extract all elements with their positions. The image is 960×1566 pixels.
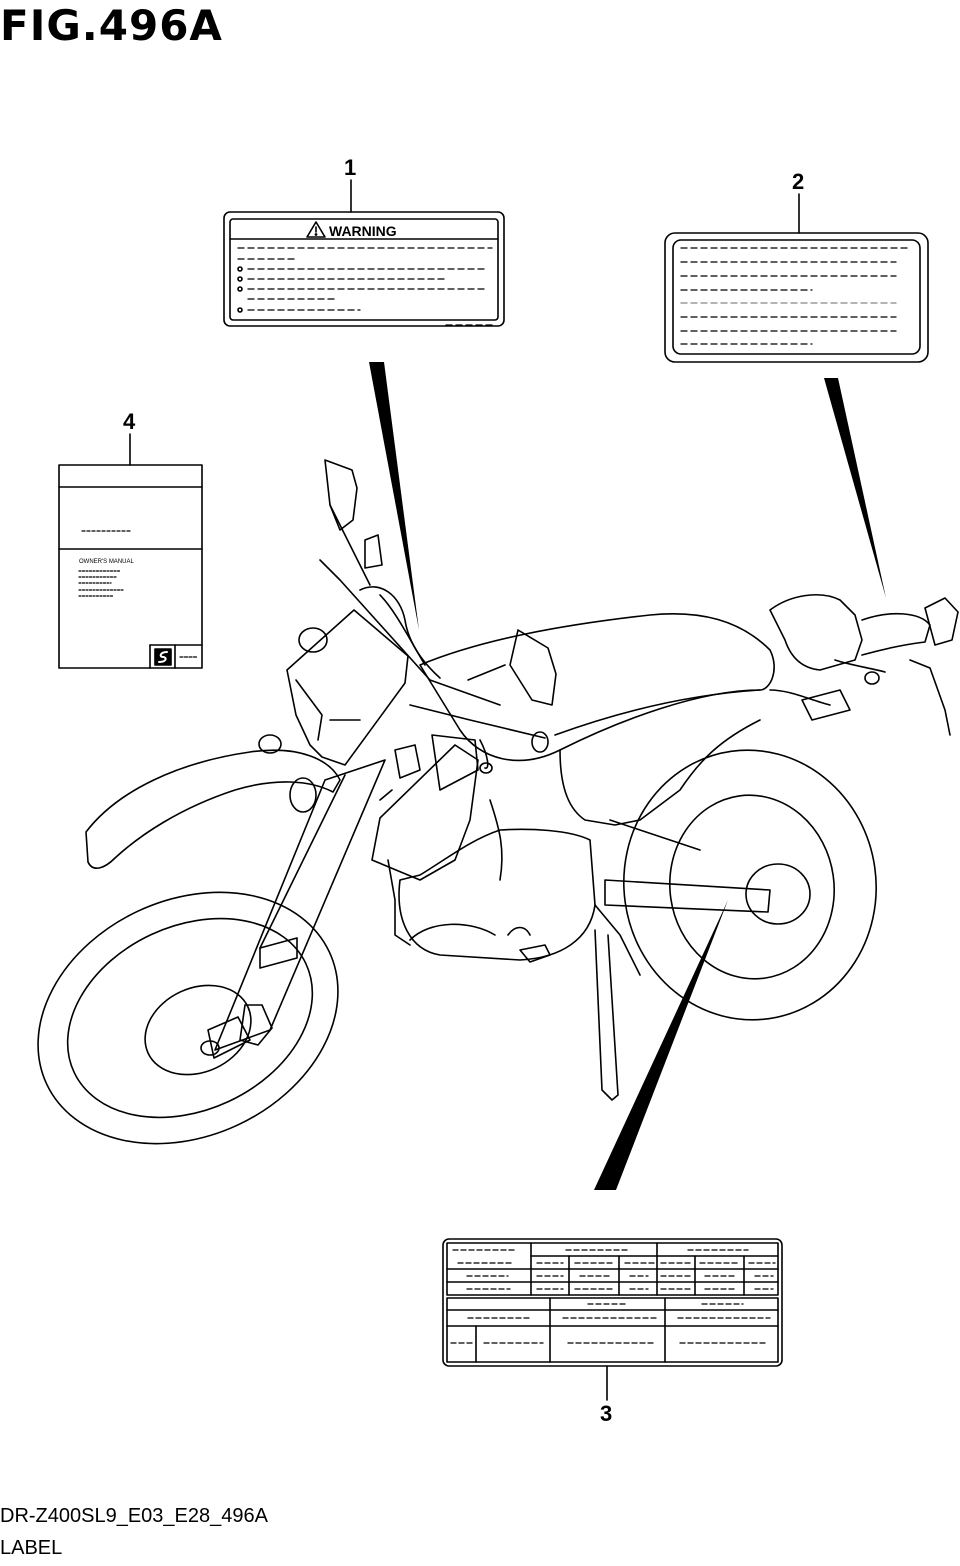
model-code: DR-Z400SL9_E03_E28_496A <box>0 1505 268 1527</box>
leader-line-3 <box>594 900 728 1190</box>
callout-number-4: 4 <box>123 409 136 434</box>
motorcycle-illustration <box>37 459 959 1145</box>
callout-number-2: 2 <box>792 169 805 194</box>
info-label <box>664 193 929 363</box>
leader-line-2 <box>824 378 886 598</box>
owners-manual: OWNER'S MANUAL <box>58 433 203 669</box>
spec-table-label <box>442 1238 783 1401</box>
warning-label: WARNING <box>223 179 505 327</box>
manual-title: OWNER'S MANUAL <box>79 559 134 565</box>
warning-triangle-icon <box>306 221 326 238</box>
figure-title: FIG.496A <box>0 1 223 50</box>
group-name: LABEL <box>0 1537 63 1559</box>
callout-number-3: 3 <box>600 1401 613 1426</box>
warning-heading: WARNING <box>329 223 397 239</box>
callout-number-1: 1 <box>344 155 357 180</box>
leader-line-1 <box>369 362 419 630</box>
